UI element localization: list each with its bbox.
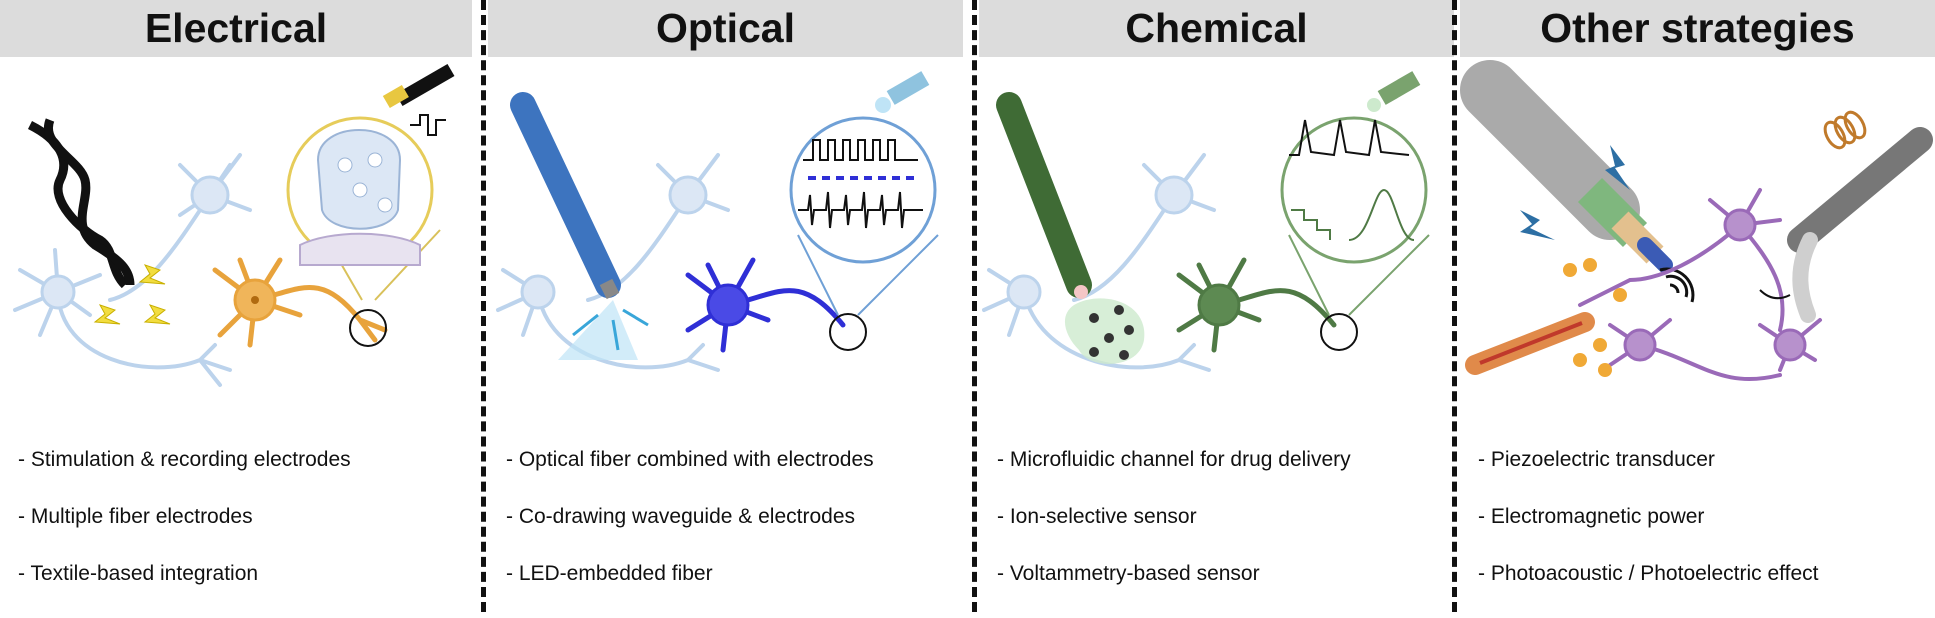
panel-optical: Optical - Optical fiber combin [488, 0, 963, 612]
list-item: - Piezoelectric transducer [1478, 448, 1715, 471]
lightning-icon [1520, 145, 1630, 240]
panel-divider [1452, 0, 1457, 612]
list-item: - Electromagnetic power [1478, 505, 1705, 528]
microfluidic-fiber-icon [996, 92, 1092, 299]
panel-title: Other strategies [1460, 0, 1935, 57]
list-item: - Co-drawing waveguide & electrodes [506, 505, 856, 528]
zoom-circle [1320, 313, 1358, 351]
wireless-icon [1659, 267, 1695, 303]
neuron-body [190, 175, 230, 215]
zoom-circle [829, 313, 867, 351]
photoelectric-fiber-icon [1465, 312, 1595, 375]
list-item: - Optical fiber combined with electrodes [506, 448, 874, 471]
panel-title: Chemical [979, 0, 1454, 57]
panel-other-strategies: Other strategies [1460, 0, 1935, 612]
list-item: - Textile-based integration [18, 562, 259, 585]
panel-electrical: Electrical [0, 0, 472, 612]
electrical-illustration [13, 63, 455, 387]
panel-divider [972, 0, 977, 612]
electromagnetic-coil-icon [1823, 110, 1867, 150]
list-item: - Ion-selective sensor [997, 505, 1197, 528]
list-item: - Microfluidic channel for drug delivery [997, 448, 1351, 471]
spike-trace-icon [798, 191, 923, 229]
list-item: - Multiple fiber electrodes [18, 505, 253, 528]
panel-chemical: Chemical - Microfluidic channel for drug… [979, 0, 1454, 612]
pulse-train-icon [803, 139, 918, 161]
optical-illustration [496, 71, 939, 372]
chemical-illustration [982, 71, 1430, 372]
twisted-wire [27, 120, 129, 289]
list-item: - Photoacoustic / Photoelectric effect [1478, 562, 1819, 585]
piezo-fiber-icon [1460, 60, 1673, 273]
voltammetry-trace-icon [1289, 119, 1410, 157]
optical-fiber-icon [510, 92, 621, 300]
sensing-magnifier [1280, 116, 1428, 264]
panel-title: Electrical [0, 0, 472, 57]
list-item: - Voltammetry-based sensor [997, 562, 1260, 585]
waveform-icon [410, 114, 446, 136]
neuron-body [40, 274, 76, 310]
other-strategies-illustration [1460, 60, 1933, 381]
zoom-circle [349, 309, 387, 347]
list-item: - LED-embedded fiber [506, 562, 713, 585]
electrode-icon [382, 63, 455, 109]
panel-title: Optical [488, 0, 963, 57]
list-item: - Stimulation & recording electrodes [18, 448, 351, 471]
panel-divider [481, 0, 486, 612]
staircase-icon [1291, 209, 1331, 240]
lightning-icon [93, 264, 171, 325]
